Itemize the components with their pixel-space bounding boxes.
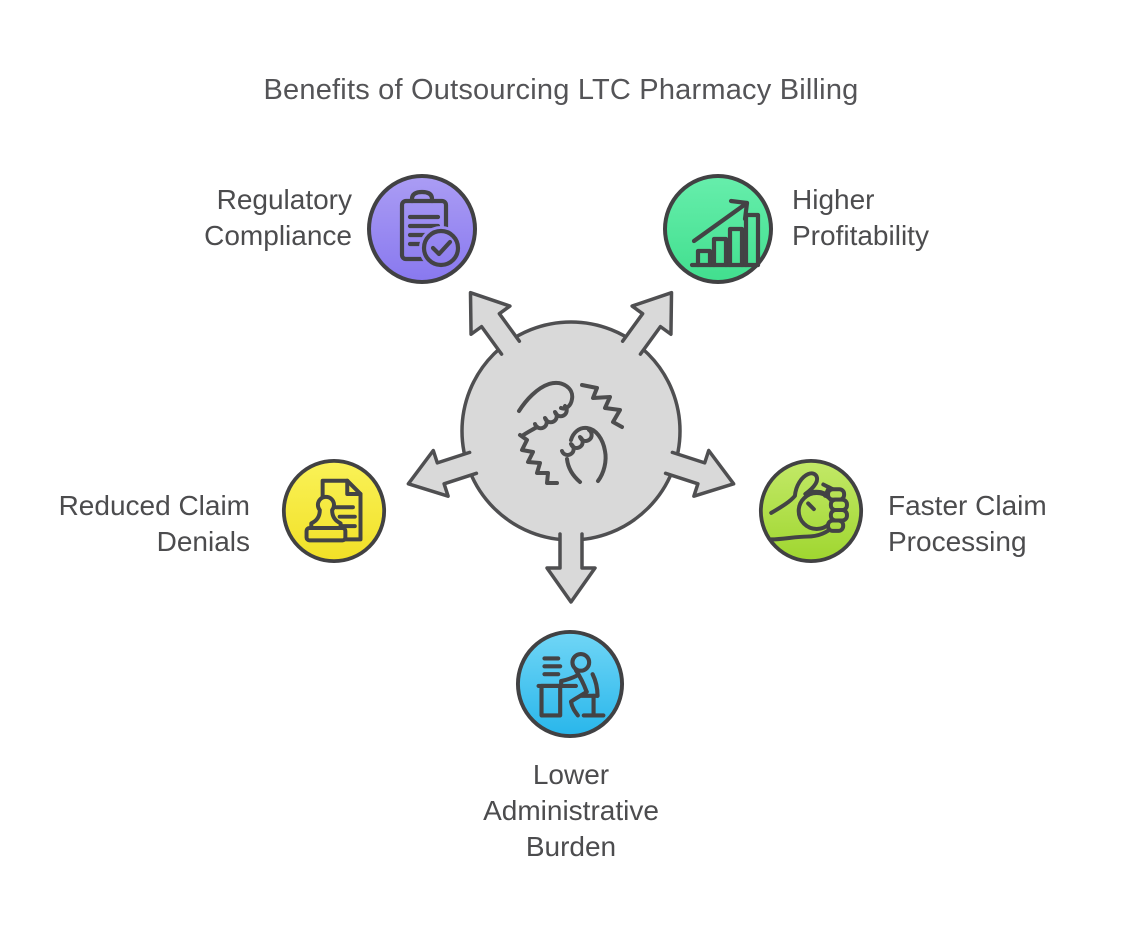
- hand-stopwatch-icon: [758, 458, 864, 564]
- label-faster-claim-processing: Faster Claim Processing: [888, 490, 1047, 557]
- center-hub: [391, 251, 751, 616]
- person-at-desk-icon: [515, 629, 625, 739]
- label-regulatory-compliance: Regulatory Compliance: [204, 184, 352, 251]
- growth-chart-icon: [663, 174, 773, 284]
- benefit-node-faster-claim-processing: [758, 458, 864, 564]
- fist-bump-icon: [406, 290, 736, 604]
- document-stamp-icon: [281, 458, 387, 564]
- clipboard-check-icon: [367, 174, 477, 284]
- benefit-node-higher-profitability: [662, 173, 774, 285]
- page-title: Benefits of Outsourcing LTC Pharmacy Bil…: [263, 74, 859, 106]
- benefit-node-lower-administrative-burden: [515, 629, 625, 739]
- benefit-node-regulatory-compliance: [366, 173, 478, 285]
- benefit-node-reduced-claim-denials: [281, 458, 387, 564]
- label-higher-profitability: Higher Profitability: [792, 184, 929, 251]
- label-lower-administrative-burden: Lower Administrative Burden: [483, 759, 659, 862]
- label-reduced-claim-denials: Reduced Claim Denials: [58, 490, 250, 557]
